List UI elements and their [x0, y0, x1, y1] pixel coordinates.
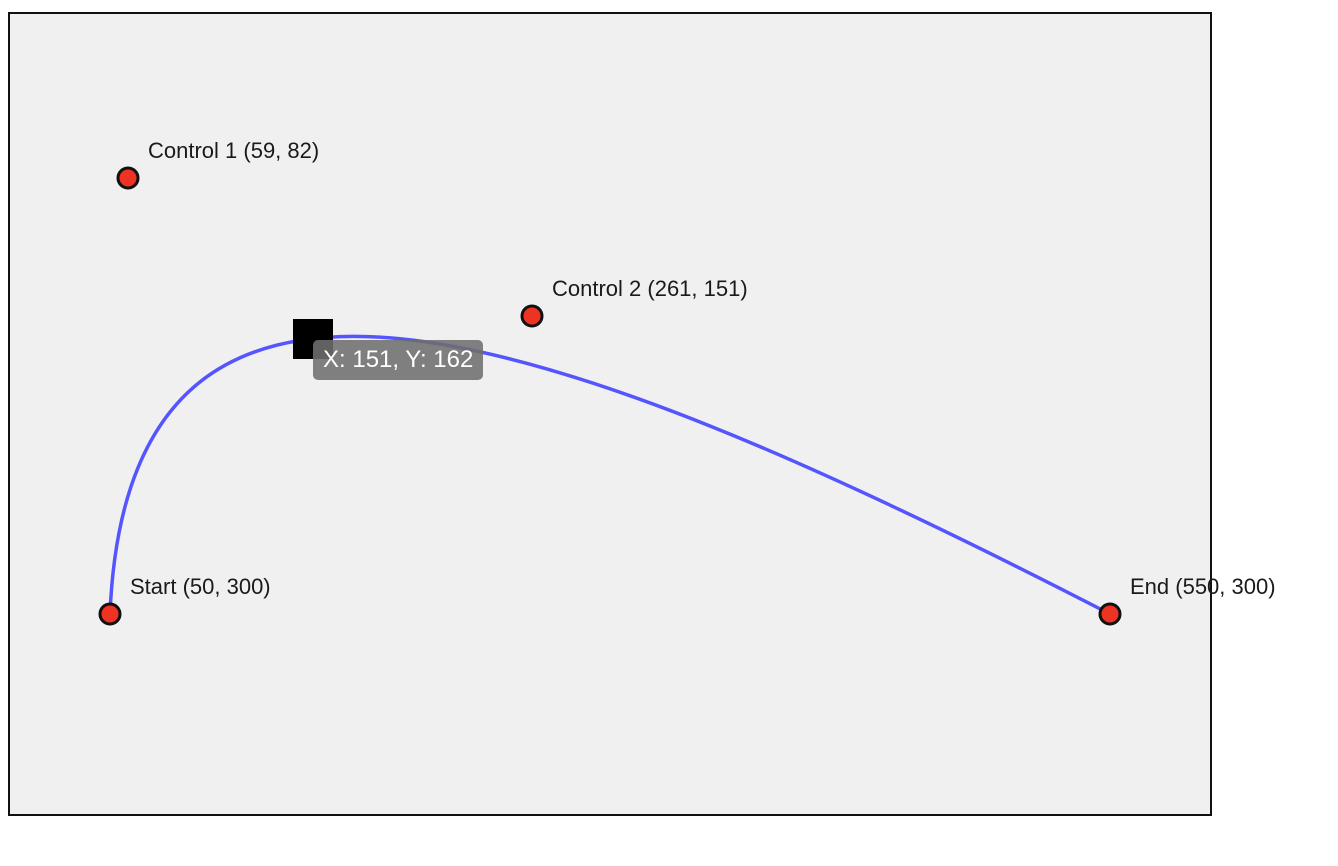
end-point[interactable] [1098, 602, 1122, 626]
bezier-curve [108, 334, 1111, 616]
bezier-svg: Start (50, 300) Control 1 (59, 82) Control… [98, 138, 1276, 626]
control-1-point[interactable] [116, 166, 140, 190]
bezier-canvas[interactable]: Start (50, 300) Control 1 (59, 82) Control… [8, 12, 1276, 816]
coordinate-tooltip: X: 151, Y: 162 [313, 340, 484, 380]
control-1-label: Control 1 (59, 82) [148, 138, 319, 163]
end-label: End (550, 300) [1130, 574, 1276, 599]
control-2-label: Control 2 (261, 151) [552, 276, 748, 301]
start-point[interactable] [98, 602, 122, 626]
control-2-point[interactable] [520, 304, 544, 328]
start-label: Start (50, 300) [130, 574, 271, 599]
